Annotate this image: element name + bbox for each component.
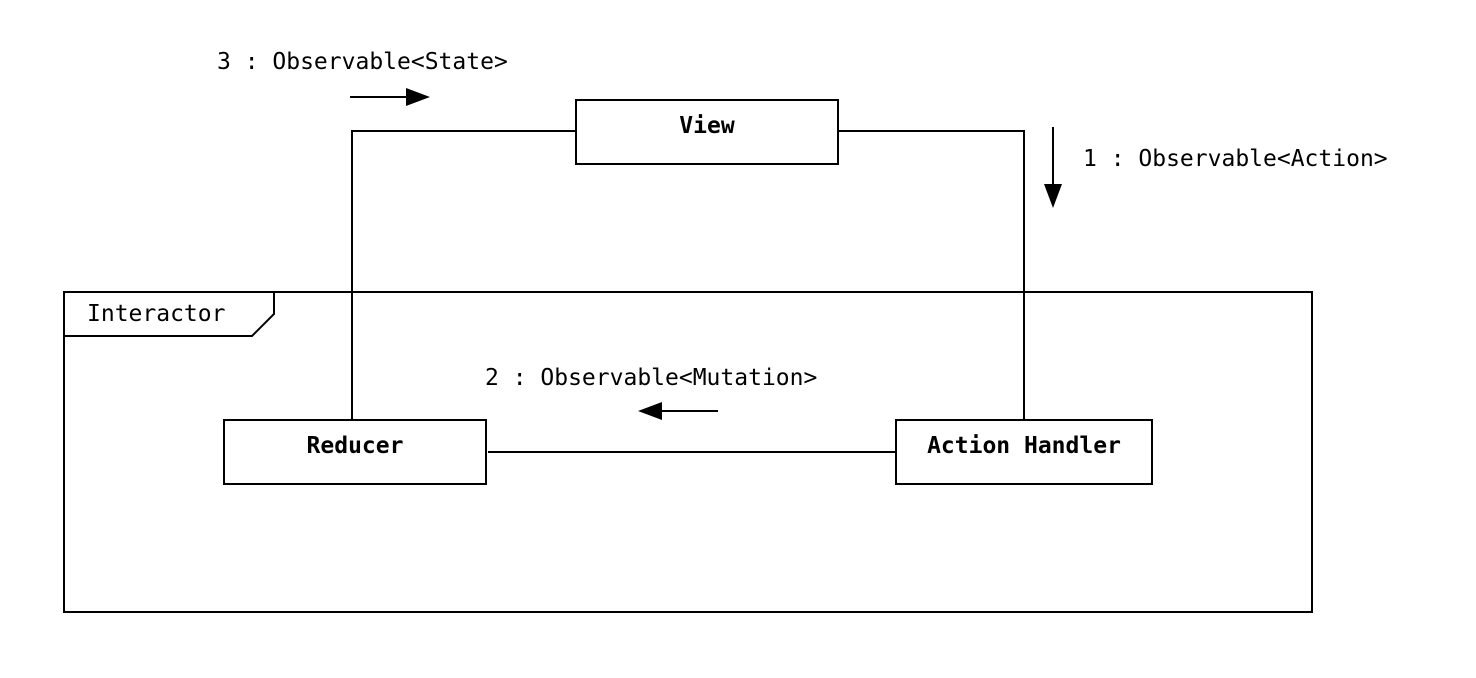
connectors [351, 130, 1025, 453]
mutation-arrow-head [638, 402, 662, 420]
mutation-message: 2 : Observable<Mutation> [485, 365, 817, 420]
state-arrow-head [406, 88, 430, 106]
state-message: 3 : Observable<State> [217, 49, 508, 106]
interactor-frame-border [63, 291, 1313, 613]
interactor-frame: Interactor [63, 291, 1313, 613]
action-message-label: 1 : Observable<Action> [1083, 146, 1388, 172]
view-action-handler-link [838, 130, 1025, 420]
view-node-label: View [679, 113, 735, 139]
view-node-box [575, 99, 839, 165]
view-reducer-link [351, 130, 576, 420]
action-arrow-head [1044, 184, 1062, 208]
action-handler-node-box [895, 419, 1153, 485]
reducer-node-label: Reducer [307, 433, 404, 459]
reducer-node: Reducer [223, 419, 487, 485]
reducer-node-box [223, 419, 487, 485]
state-message-label: 3 : Observable<State> [217, 49, 508, 75]
interactor-frame-label: Interactor [87, 301, 225, 327]
action-handler-node-label: Action Handler [927, 433, 1121, 459]
view-node: View [575, 99, 839, 165]
action-handler-node: Action Handler [895, 419, 1153, 485]
action-message: 1 : Observable<Action> [1044, 127, 1388, 208]
mutation-message-label: 2 : Observable<Mutation> [485, 365, 817, 391]
interactor-frame-tab [64, 292, 275, 337]
